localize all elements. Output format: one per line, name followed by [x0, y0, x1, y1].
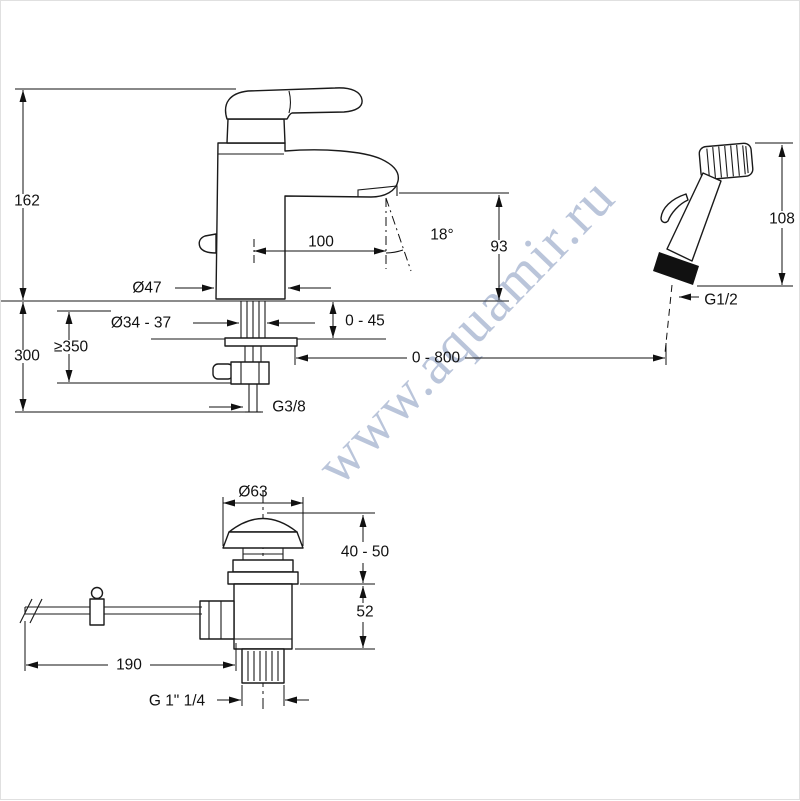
drain-dome-cap — [228, 517, 298, 533]
drain-drawing — [19, 491, 304, 709]
dim-faucet-below-deck: 300 — [14, 348, 40, 365]
dim-deck-thickness: 0 - 45 — [345, 313, 385, 330]
faucet-handle-seam — [288, 90, 292, 114]
popup-rod — [19, 598, 202, 624]
rod-clamp-screw — [90, 586, 104, 600]
dim-base-diameter: Ø47 — [132, 280, 161, 297]
dimension-labels: 162 300 ≥350 Ø47 Ø34 - 37 0 - 45 100 18°… — [14, 193, 795, 710]
dimension-arrows — [19, 90, 786, 704]
handshower-handle — [666, 172, 722, 262]
dim-min-hose-length: ≥350 — [54, 339, 89, 356]
tailpiece-threads — [247, 651, 279, 681]
spout-aerator — [357, 185, 398, 197]
faucet-body — [215, 142, 400, 300]
dim-drain-thread: G 1" 1/4 — [149, 693, 206, 710]
pivot-nut-facets — [208, 601, 222, 639]
mounting-nut-facets — [240, 362, 260, 384]
dim-drain-upper-height: 40 - 50 — [341, 544, 390, 561]
handshower-drawing — [653, 142, 754, 354]
dim-faucet-total-height: 162 — [14, 193, 40, 210]
side-elbow — [212, 363, 234, 380]
faucet-handle — [224, 87, 363, 120]
drain-plate — [227, 571, 299, 585]
drain-flange — [222, 531, 304, 549]
popup-rod-knob — [198, 233, 217, 254]
handshower-head-ribs — [706, 144, 749, 179]
dim-spout-reach: 100 — [308, 234, 334, 251]
dim-stream-angle: 18° — [430, 227, 453, 244]
rod-clamp — [89, 598, 105, 626]
dim-spout-height: 93 — [490, 239, 507, 256]
mounting-nut — [230, 361, 270, 385]
supply-hose — [245, 384, 261, 413]
pivot-nut — [199, 600, 235, 640]
dim-drain-flange-diameter: Ø63 — [238, 484, 267, 501]
handshower-hose-dashed — [664, 284, 673, 354]
faucet-neck — [226, 118, 286, 144]
shank-lower-lines — [244, 346, 262, 362]
drain-lip — [232, 559, 294, 573]
dim-supply-thread: G3/8 — [272, 399, 306, 416]
handshower-trigger — [660, 193, 689, 224]
handshower-head — [698, 142, 754, 181]
dim-handshower-thread: G1/2 — [704, 292, 738, 309]
drain-tailpiece — [241, 648, 285, 684]
drain-stem — [242, 548, 284, 560]
faucet-shank-lines — [240, 301, 266, 338]
dim-drain-body-height: 52 — [356, 604, 373, 621]
faucet-drawing — [1, 87, 509, 413]
dim-hole-diameter: Ø34 - 37 — [111, 315, 171, 332]
dim-rod-length: 190 — [116, 657, 142, 674]
dim-handshower-height: 108 — [769, 211, 795, 228]
mounting-plate — [224, 337, 298, 347]
watermark-text: www.aquamir.ru — [305, 165, 628, 496]
handshower-nozzle — [653, 252, 699, 285]
dim-hose-length-range: 0 - 800 — [412, 350, 461, 367]
